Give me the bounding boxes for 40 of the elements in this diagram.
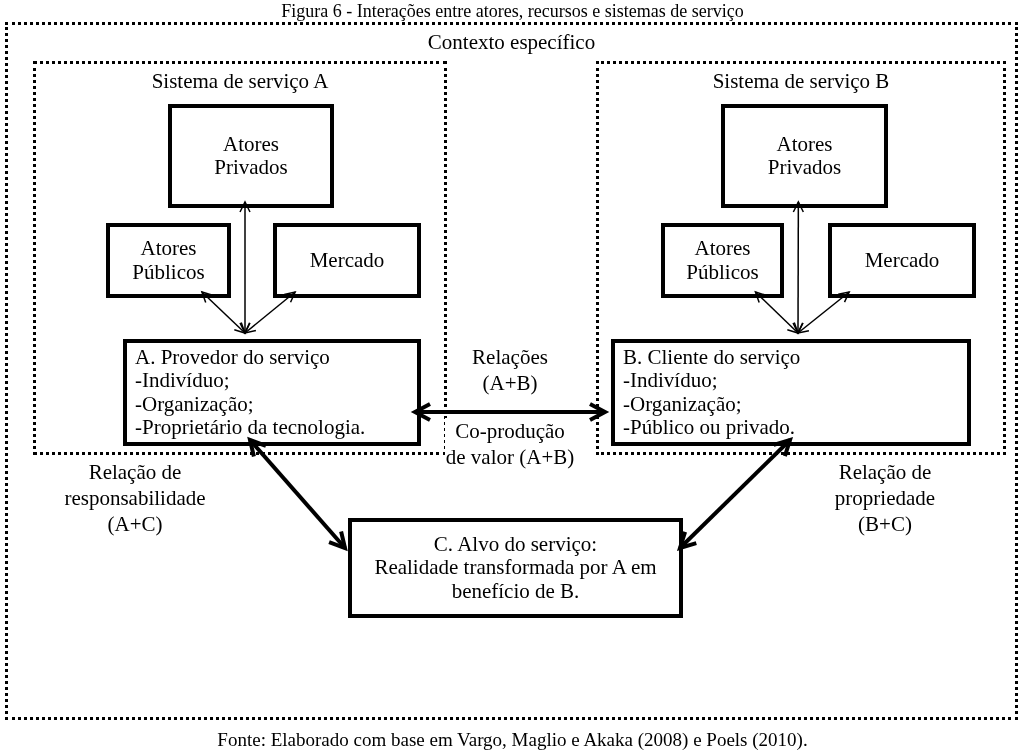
- entity-box: [611, 339, 971, 446]
- entity-box: [348, 518, 683, 618]
- box-text: Realidade transformada por A em benefício de B.: [373, 556, 658, 603]
- box-text: -Organização;: [623, 392, 742, 416]
- dotted-frame: [596, 61, 1006, 455]
- double-arrow: [413, 402, 607, 422]
- box-text: -Proprietário da tecnologia.: [135, 415, 366, 439]
- entity-box: [721, 104, 888, 208]
- box-text: Atores Privados: [213, 132, 289, 180]
- frame-heading: Sistema de serviço B: [711, 68, 891, 95]
- box-text: -Público ou privado.: [623, 415, 796, 439]
- annotation-text: Co-produção de valor (A+B): [445, 418, 575, 471]
- box-text: Mercado: [864, 248, 940, 273]
- entity-box: [106, 223, 231, 298]
- double-arrow: [244, 291, 296, 334]
- box-text: B. Cliente do serviço: [623, 346, 801, 370]
- box-text: Atores Privados: [766, 132, 843, 180]
- entity-box: [123, 339, 421, 446]
- frame-heading: Contexto específico: [426, 29, 597, 56]
- dotted-frame: [33, 61, 447, 455]
- double-arrow: [201, 291, 246, 334]
- source-caption: Fonte: Elaborado com base em Vargo, Maglio e Akaka (2008) e Poels (2010).: [216, 728, 809, 752]
- figure-title: Figura 6 - Interações entre atores, recursos e sistemas de serviço: [280, 0, 745, 22]
- double-arrow: [797, 291, 850, 334]
- entity-box: [168, 104, 334, 208]
- double-arrow: [248, 438, 347, 550]
- frame-heading: Sistema de serviço A: [150, 68, 330, 95]
- box-text: C. Alvo do serviço:: [433, 533, 598, 557]
- double-arrow: [754, 291, 799, 334]
- box-text: -Indivíduo;: [623, 369, 718, 393]
- box-text: -Indivíduo;: [135, 369, 230, 393]
- entity-box: [273, 223, 421, 298]
- box-text: Atores Públicos: [685, 237, 760, 284]
- box-text: Mercado: [309, 248, 385, 273]
- double-arrow: [678, 438, 792, 550]
- box-text: -Organização;: [135, 392, 254, 416]
- box-text: Atores Públicos: [131, 237, 206, 284]
- box-text: A. Provedor do serviço: [135, 346, 330, 370]
- entity-box: [828, 223, 976, 298]
- entity-box: [661, 223, 784, 298]
